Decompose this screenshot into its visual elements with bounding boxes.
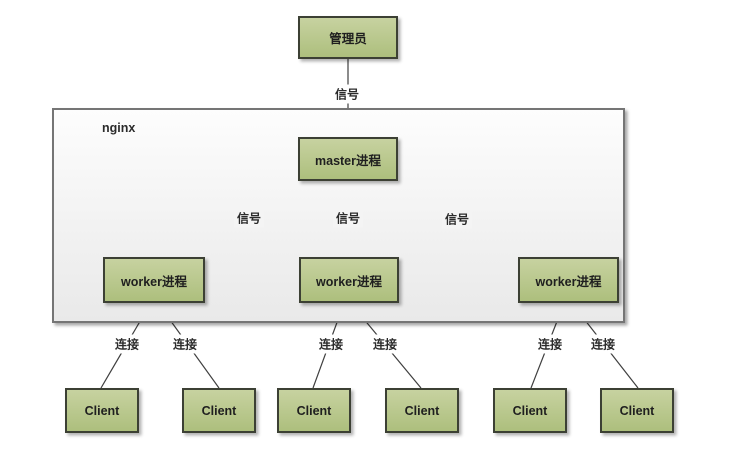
node-client4-label: Client — [404, 403, 440, 418]
edge-label-signal-worker2: 信号 — [332, 208, 364, 228]
edge-label-signal-worker1: 信号 — [233, 208, 265, 228]
edge-label-connect-client6: 连接 — [587, 334, 619, 354]
node-worker1-label: worker进程 — [121, 274, 187, 289]
node-client-3: Client — [277, 388, 351, 433]
node-client3-label: Client — [296, 403, 332, 418]
edge-label-signal-worker3: 信号 — [441, 209, 473, 229]
node-client2-label: Client — [201, 403, 237, 418]
edge-label-connect-client4: 连接 — [369, 334, 401, 354]
nginx-container-label: nginx — [102, 121, 136, 135]
node-admin: 管理员 — [298, 16, 398, 59]
node-worker-process-2: worker进程 — [299, 257, 399, 303]
node-client-5: Client — [493, 388, 567, 433]
edge-label-connect-client5: 连接 — [534, 334, 566, 354]
node-client6-label: Client — [619, 403, 655, 418]
node-client-1: Client — [65, 388, 139, 433]
node-client-6: Client — [600, 388, 674, 433]
node-client-2: Client — [182, 388, 256, 433]
node-admin-label: 管理员 — [329, 32, 367, 46]
node-worker3-label: worker进程 — [535, 274, 602, 289]
edge-label-connect-client1: 连接 — [111, 334, 143, 354]
edge-label-signal-admin: 信号 — [331, 84, 363, 104]
node-client1-label: Client — [84, 403, 120, 418]
node-worker2-label: worker进程 — [316, 274, 382, 289]
node-master-label: master进程 — [315, 153, 381, 168]
node-client5-label: Client — [512, 403, 548, 418]
node-worker-process-1: worker进程 — [103, 257, 205, 303]
node-master-process: master进程 — [298, 137, 398, 181]
edge-label-connect-client3: 连接 — [315, 334, 347, 354]
edge-label-connect-client2: 连接 — [169, 334, 201, 354]
node-worker-process-3: worker进程 — [518, 257, 619, 303]
node-client-4: Client — [385, 388, 459, 433]
